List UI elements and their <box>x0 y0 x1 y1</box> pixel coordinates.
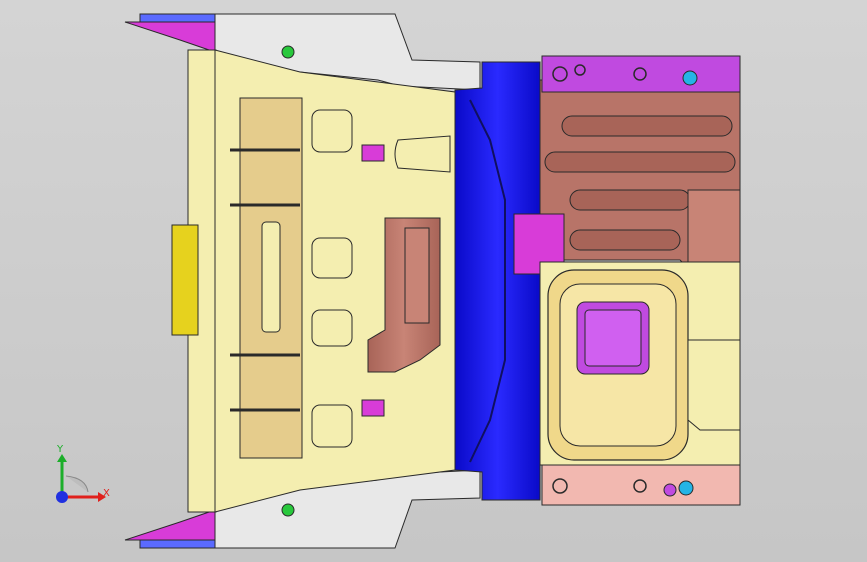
floor-bump-1 <box>311 109 353 153</box>
violet-hole-3 <box>633 67 647 81</box>
violet-hole-4 <box>682 70 698 86</box>
bottom-left-bracket-bottom <box>139 539 216 549</box>
rear-brown-side <box>687 189 741 263</box>
blue-tunnel <box>454 61 541 501</box>
brown-bracket-slot <box>404 227 430 324</box>
triad-arc <box>65 475 89 493</box>
triad-z-origin-icon <box>56 491 68 503</box>
pink-hole-4 <box>663 483 677 497</box>
clip-top <box>361 144 385 162</box>
blue-tunnel-ridge <box>469 99 506 463</box>
violet-hole-2 <box>574 64 586 76</box>
green-marker-top <box>281 45 295 59</box>
triad-y-label: Y <box>56 444 64 455</box>
clip-bottom <box>361 399 385 417</box>
floor-bump-4 <box>311 404 353 448</box>
violet-hole-1 <box>552 66 568 82</box>
triad-y-arrow-icon <box>57 454 67 462</box>
rear-top-violet <box>541 55 741 93</box>
brown-rib-3 <box>569 189 691 211</box>
right-side-bracket <box>687 339 741 431</box>
brown-rib-2 <box>544 151 736 173</box>
brown-rib-4 <box>569 229 681 251</box>
floor-bump-3 <box>311 309 353 347</box>
coordinate-triad: X Y <box>56 444 110 503</box>
brown-rib-1 <box>561 115 733 137</box>
seat-slot <box>261 221 281 333</box>
triad-x-arrow-icon <box>98 492 106 502</box>
green-marker-bottom <box>281 503 295 517</box>
pink-hole-3 <box>678 480 694 496</box>
bottom-left-bracket <box>124 509 216 541</box>
canister <box>394 135 451 173</box>
violet-plate-inner <box>584 309 642 367</box>
left-gold-bracket <box>171 224 199 336</box>
rear-bottom-pink <box>541 464 741 506</box>
pink-hole-1 <box>552 478 568 494</box>
pink-hole-2 <box>633 479 647 493</box>
top-left-bracket <box>124 21 216 53</box>
floor-bump-2 <box>311 237 353 279</box>
top-left-bracket-top <box>139 13 216 23</box>
triad-x-label: X <box>103 488 110 499</box>
